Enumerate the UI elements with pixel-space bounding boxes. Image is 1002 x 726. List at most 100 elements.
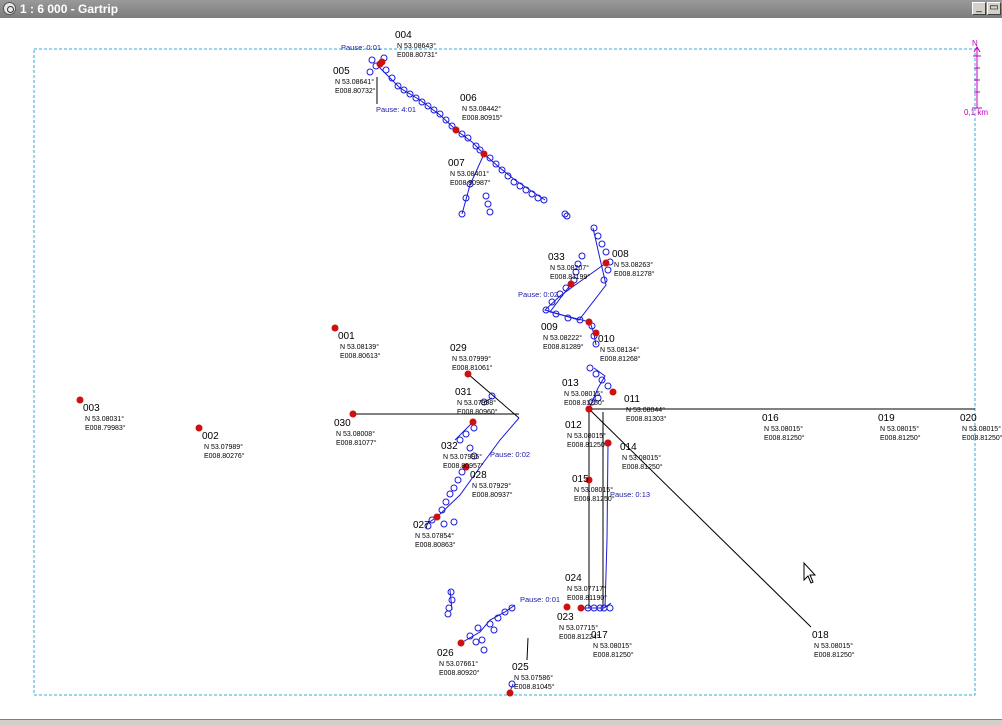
waypoint-lat: N 53.07995° (443, 453, 482, 461)
minimize-button[interactable]: _ (972, 2, 986, 15)
waypoint-marker[interactable] (377, 61, 384, 68)
waypoint-marker[interactable] (603, 260, 610, 267)
waypoint-name[interactable]: 014 (620, 442, 637, 453)
track-point (455, 477, 461, 483)
waypoint-name[interactable]: 003 (83, 403, 100, 414)
waypoint-marker[interactable] (568, 281, 575, 288)
waypoint-name[interactable]: 025 (512, 662, 529, 673)
waypoint-name[interactable]: 002 (202, 431, 219, 442)
waypoint-marker[interactable] (434, 514, 441, 521)
map-frame (34, 49, 975, 695)
waypoint-name[interactable]: 030 (334, 418, 351, 429)
track-point (591, 225, 597, 231)
waypoint-name[interactable]: 026 (437, 648, 454, 659)
waypoint-marker[interactable] (564, 604, 571, 611)
waypoint-name[interactable]: 018 (812, 630, 829, 641)
track-point (481, 647, 487, 653)
app-icon[interactable] (3, 2, 16, 15)
route-lines (353, 77, 975, 660)
waypoint-name[interactable]: 023 (557, 612, 574, 623)
waypoint-name[interactable]: 024 (565, 573, 582, 584)
track-point (446, 605, 452, 611)
waypoint-name[interactable]: 006 (460, 93, 477, 104)
waypoint-lat: N 53.08222° (543, 334, 582, 342)
waypoint-lon: E008.81303° (626, 415, 667, 423)
track-point (607, 605, 613, 611)
track-point (595, 233, 601, 239)
waypoint-lon: E008.81224° (559, 633, 600, 641)
track-point (579, 253, 585, 259)
waypoint-name[interactable]: 012 (565, 420, 582, 431)
mouse-cursor-icon (804, 563, 815, 583)
waypoint-name[interactable]: 011 (624, 394, 640, 405)
waypoint-name[interactable]: 019 (878, 413, 895, 424)
track-point (485, 201, 491, 207)
waypoint-lat: N 53.08008° (336, 430, 375, 438)
map-svg[interactable]: Pause: 0:01 Pause: 4:01 Pause: 0:02 Paus… (0, 18, 1002, 718)
track-point (369, 57, 375, 63)
waypoint-name[interactable]: 028 (470, 470, 487, 481)
waypoint-name[interactable]: 029 (450, 343, 467, 354)
pause-label: Pause: 0:01 (520, 595, 560, 604)
waypoint-name[interactable]: 031 (455, 387, 472, 398)
waypoint-marker[interactable] (605, 440, 612, 447)
waypoint-marker[interactable] (350, 411, 357, 418)
window-title: 1 : 6 000 - Gartrip (20, 2, 118, 16)
waypoint-lat: N 53.08015° (764, 425, 803, 433)
waypoint-name[interactable]: 033 (548, 252, 565, 263)
waypoint-marker[interactable] (453, 127, 460, 134)
waypoint-lon: E008.81199° (550, 273, 590, 281)
track-point (475, 625, 481, 631)
waypoint-name[interactable]: 020 (960, 413, 977, 424)
track-point (491, 627, 497, 633)
track-point (367, 69, 373, 75)
track-point (487, 621, 493, 627)
waypoint-lon: E008.81289° (543, 343, 584, 351)
waypoint-lat: N 53.08015° (564, 390, 603, 398)
waypoint-marker[interactable] (470, 419, 477, 426)
track-point (383, 67, 389, 73)
waypoint-lat: N 53.08134° (600, 346, 639, 354)
waypoint-name[interactable]: 004 (395, 30, 412, 41)
waypoint-name[interactable]: 027 (413, 520, 430, 531)
waypoint-marker[interactable] (586, 319, 593, 326)
waypoint-name[interactable]: 005 (333, 66, 350, 77)
waypoint-lat: N 53.07929° (472, 482, 511, 490)
waypoint-lat: N 53.08442° (462, 105, 501, 113)
waypoint-marker[interactable] (481, 151, 488, 158)
waypoint-marker[interactable] (578, 605, 585, 612)
waypoint-marker[interactable] (507, 690, 514, 697)
waypoint-lon: E008.80920° (439, 669, 480, 677)
waypoint-name[interactable]: 010 (598, 334, 615, 345)
waypoint-lon: E008.81061° (452, 364, 493, 372)
scale-bar (972, 47, 982, 108)
track-point (605, 267, 611, 273)
waypoint-lon: E008.81250° (567, 441, 608, 449)
map-canvas[interactable]: Pause: 0:01 Pause: 4:01 Pause: 0:02 Paus… (0, 18, 1002, 725)
waypoint-lon: E008.80732° (335, 87, 376, 95)
waypoint-lon: E008.81278° (614, 270, 655, 278)
waypoint-lat: N 53.08015° (574, 486, 613, 494)
waypoint-lat: N 53.08139° (340, 343, 379, 351)
waypoint-name[interactable]: 008 (612, 249, 629, 260)
pause-label: Pause: 0:01 (341, 43, 381, 52)
track-point (541, 197, 547, 203)
waypoint-name[interactable]: 013 (562, 378, 579, 389)
waypoint-name[interactable]: 001 (338, 331, 355, 342)
waypoint-name[interactable]: 009 (541, 322, 558, 333)
waypoint-name[interactable]: 015 (572, 474, 589, 485)
track-point (603, 249, 609, 255)
track-point (479, 637, 485, 643)
restore-button[interactable]: ▭ (987, 2, 1001, 15)
waypoint-marker[interactable] (458, 640, 465, 647)
track-point (483, 193, 489, 199)
waypoint-name[interactable]: 016 (762, 413, 779, 424)
waypoint-lon: E008.80613° (340, 352, 381, 360)
waypoint-name[interactable]: 007 (448, 158, 465, 169)
waypoint-name[interactable]: 032 (441, 441, 458, 452)
track-point (605, 383, 611, 389)
waypoint-lon: E008.80276° (204, 452, 245, 460)
track-point (451, 485, 457, 491)
waypoint-lat: N 53.08015° (880, 425, 919, 433)
waypoint-marker[interactable] (610, 389, 617, 396)
